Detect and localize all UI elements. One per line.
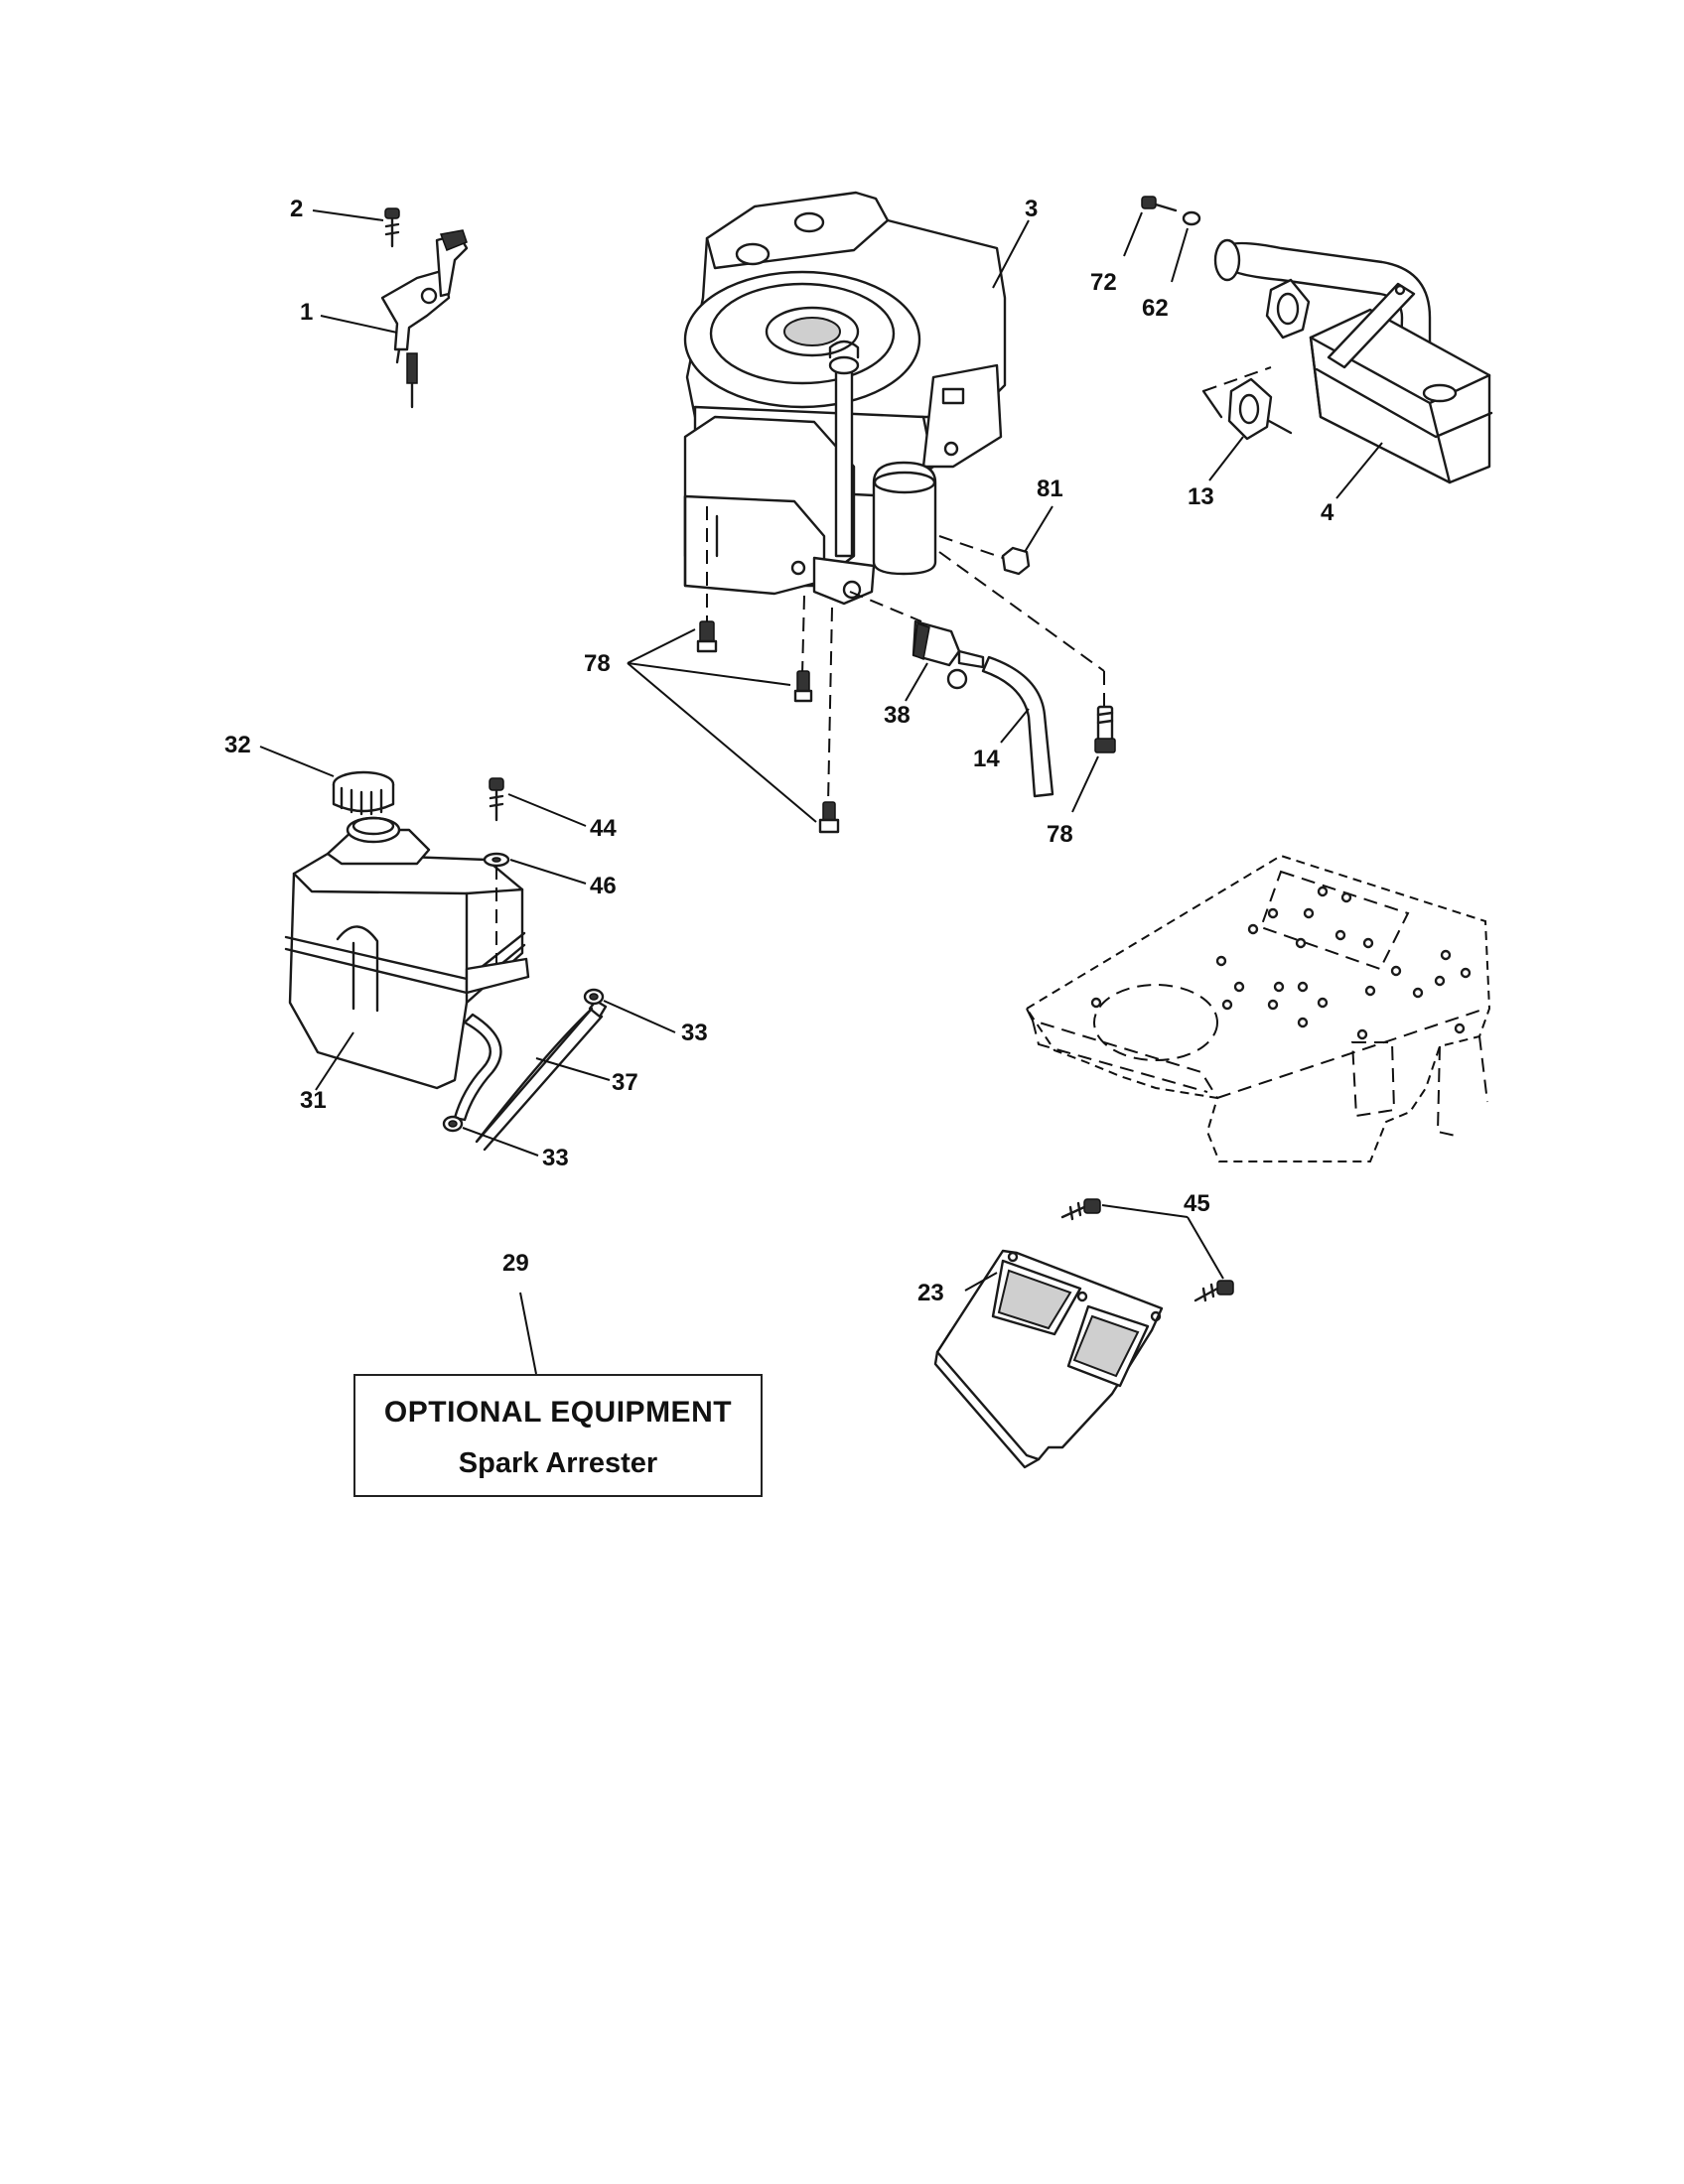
callout-81: 81	[1037, 476, 1063, 502]
heat-shield-part	[933, 1249, 1164, 1469]
fuel-hose-part	[981, 655, 1054, 798]
callout-45: 45	[1184, 1190, 1210, 1217]
callout-29: 29	[502, 1250, 529, 1277]
callout-37: 37	[612, 1069, 638, 1096]
optional-equipment-box: OPTIONAL EQUIPMENT Spark Arrester	[353, 1374, 763, 1497]
fuel-cap-part	[259, 746, 395, 816]
callout-78-right: 78	[1047, 821, 1073, 848]
callout-31: 31	[300, 1087, 327, 1114]
callout-32: 32	[224, 732, 251, 758]
tank-bolt-part	[483, 777, 587, 963]
heat-shield-screws-part	[1060, 1198, 1234, 1302]
callout-23: 23	[917, 1280, 944, 1306]
spark-arrester-label: Spark Arrester	[458, 1447, 658, 1479]
callout-2: 2	[290, 196, 303, 222]
frame-holes	[1090, 886, 1472, 1040]
callout-44: 44	[590, 815, 617, 842]
muffler-assembly-part	[1123, 196, 1493, 499]
callout-33-lower: 33	[542, 1145, 569, 1171]
fuel-tank-part	[284, 816, 530, 1091]
callout-1: 1	[300, 299, 313, 326]
optional-equipment-title: OPTIONAL EQUIPMENT	[383, 1396, 733, 1429]
callout-14: 14	[973, 746, 1000, 772]
engine-bolt-right-part	[938, 551, 1116, 813]
hose-clamp-lower-part	[442, 1115, 539, 1157]
hose-clamp-upper-part	[583, 988, 676, 1033]
optional-equipment-leader	[519, 1292, 537, 1375]
frame-chassis-outline	[1025, 854, 1491, 1162]
callout-46: 46	[590, 873, 617, 899]
fuel-line-part	[453, 999, 611, 1152]
callout-33-upper: 33	[681, 1020, 708, 1046]
engine-part	[683, 191, 1030, 606]
fuel-filter-part	[849, 591, 985, 702]
callout-labels: 2 1 3 72 62 13 4 81 78 38 14 78 32 44 46…	[224, 196, 1334, 1306]
callout-4: 4	[1321, 499, 1334, 526]
throttle-bracket-part	[312, 207, 469, 409]
callout-72: 72	[1090, 269, 1117, 296]
engine-bolts-part	[627, 506, 840, 834]
nut-part	[938, 505, 1053, 576]
callout-62: 62	[1142, 295, 1169, 322]
callout-13: 13	[1188, 483, 1214, 510]
callout-78-left: 78	[584, 650, 611, 677]
callout-3: 3	[1025, 196, 1038, 222]
callout-38: 38	[884, 702, 911, 729]
